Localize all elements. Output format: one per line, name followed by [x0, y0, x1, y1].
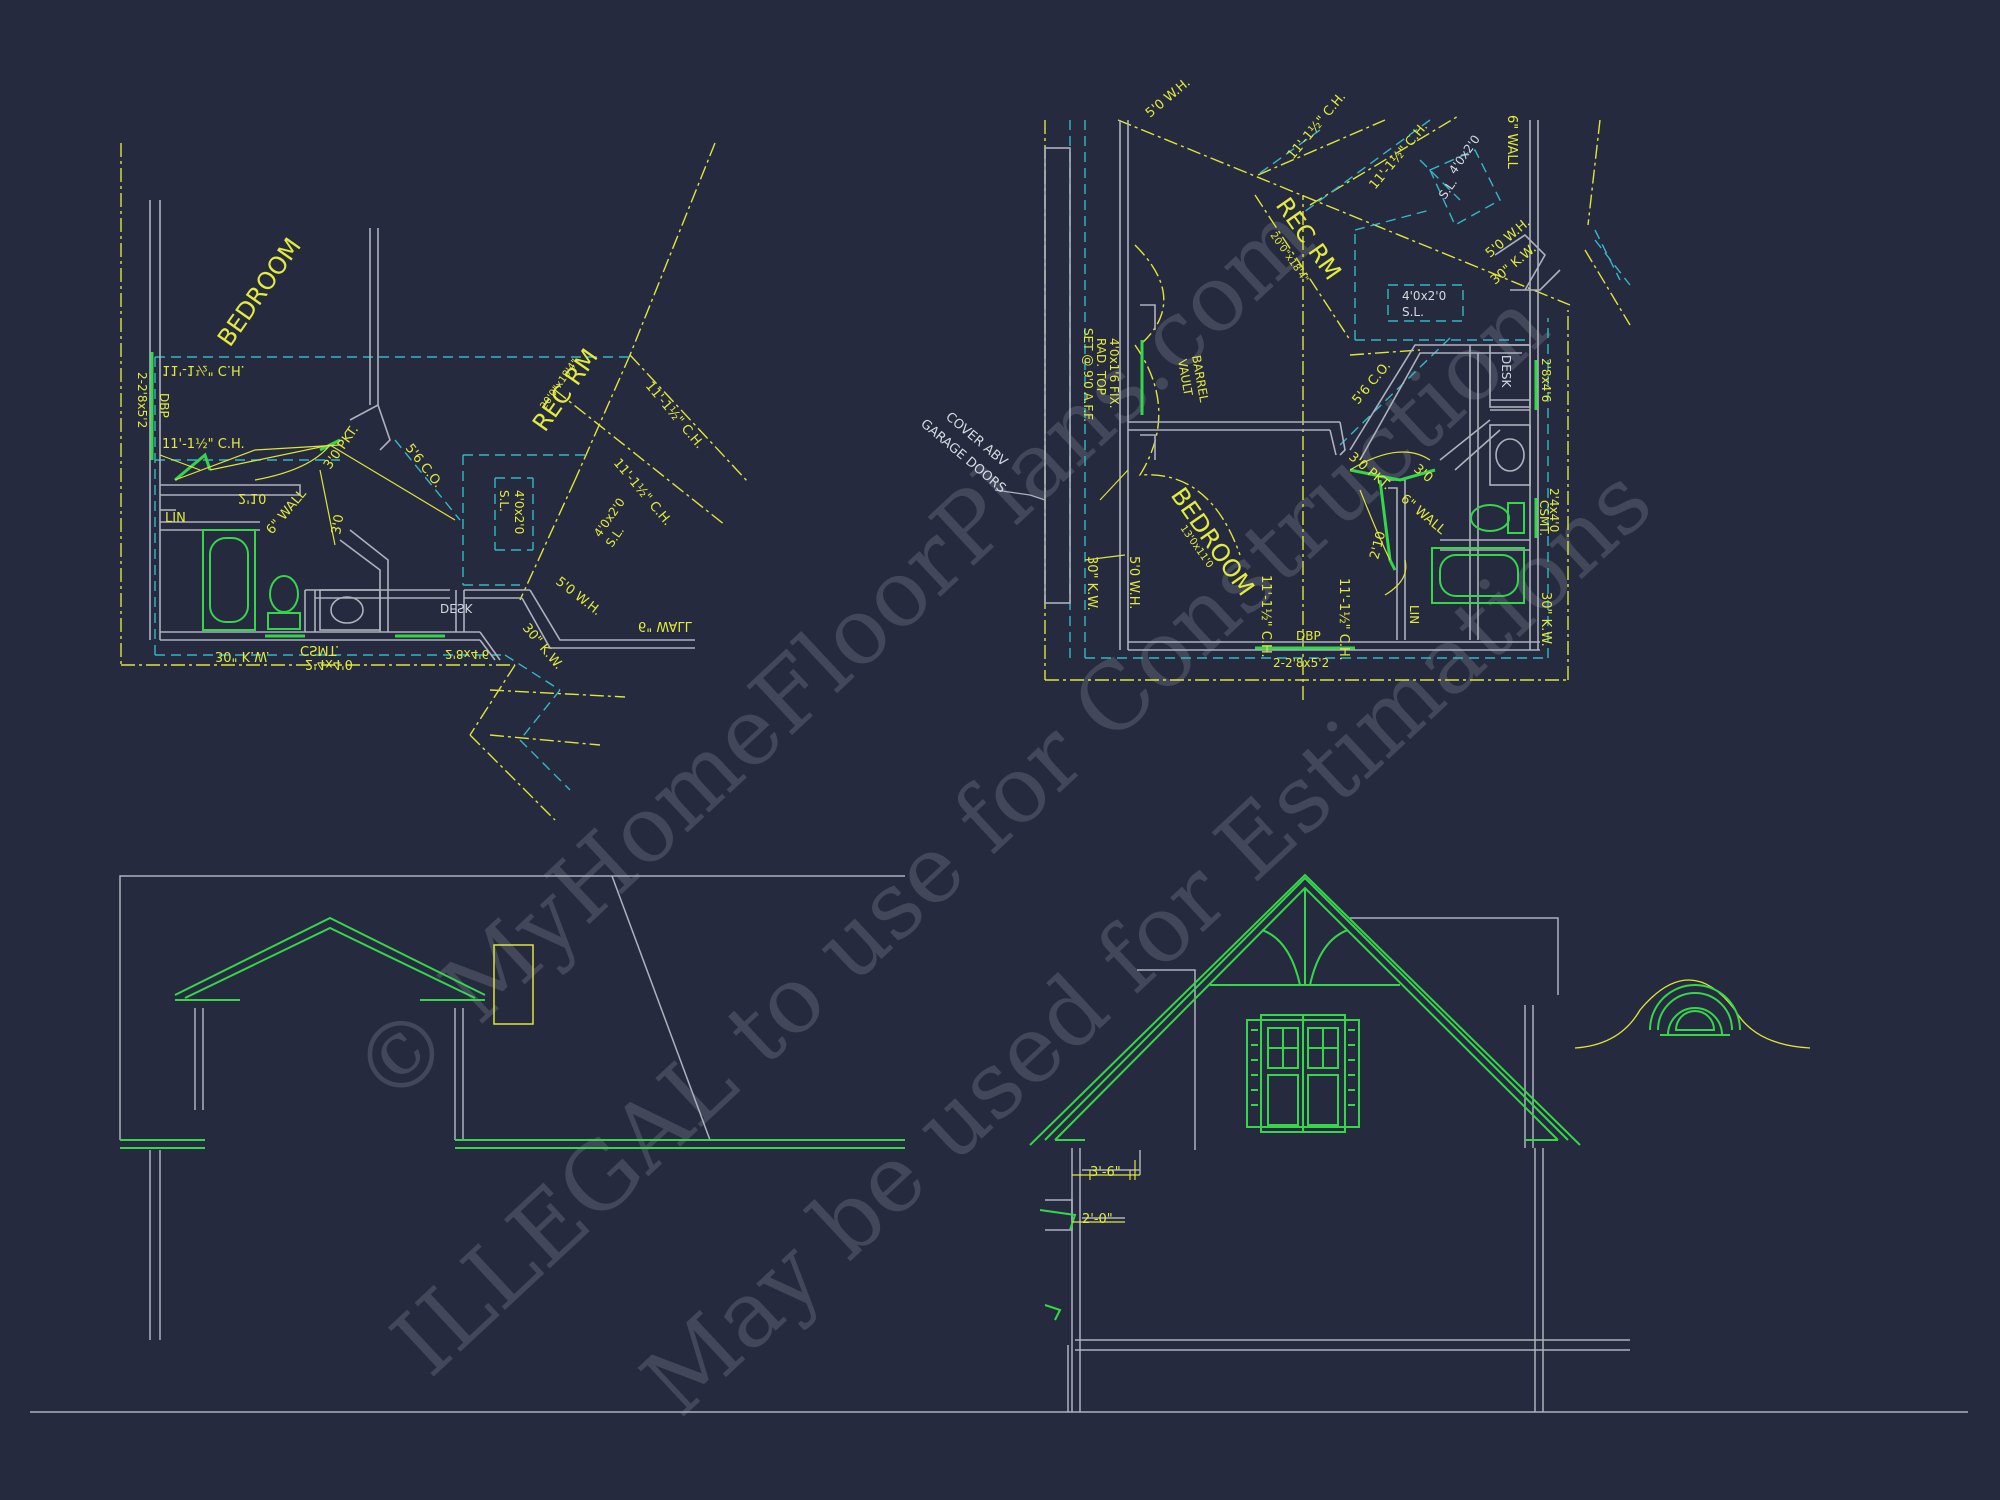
left-elevation-gable — [120, 916, 905, 1149]
right-elevation-dim-36: 3'-6" — [1090, 1165, 1121, 1180]
right-elevation-window — [1246, 1014, 1360, 1133]
left-door-30: 3'0 — [329, 513, 347, 535]
left-skylight-a-sl: S.L. — [497, 490, 511, 512]
left-skylight-a: 4'0x2'0 — [512, 490, 526, 534]
right-lin: LIN — [1407, 605, 1421, 624]
left-sink — [319, 589, 381, 631]
watermark: © MyHomeFloorPlans.com ILLEGAL to use fo… — [332, 183, 1672, 1437]
left-wh-50: 5'0 W.H. — [553, 574, 604, 619]
left-floor-plan: BEDROOM REC RM 20'0"x18'4" 11'-1½" C.H. … — [120, 142, 749, 821]
right-skylight-a-sl: S.L. — [1436, 176, 1460, 202]
left-kw-30-a: 30" K.W. — [215, 648, 270, 663]
left-desk-label: DESK — [440, 601, 473, 615]
left-wall-6-b: 6" WALL — [638, 618, 693, 633]
left-elevation-chimney — [493, 944, 534, 1025]
left-elevation — [119, 875, 905, 1340]
left-bathtub — [202, 529, 256, 631]
left-ch-label-4: 11'-1½" C.H. — [610, 456, 675, 529]
left-double-window-label: 2-2'8x5'2 — [135, 372, 149, 428]
right-kw-30-c: 30" K.W. — [1084, 556, 1099, 611]
right-sink — [1489, 424, 1531, 486]
left-dbp-label: DBP — [157, 393, 171, 418]
right-dbp: DBP — [1296, 629, 1321, 643]
left-ch-label-2: 11'-1½" C.H. — [162, 437, 245, 452]
right-bathtub — [1431, 547, 1525, 604]
right-vault: VAULT — [1175, 358, 1195, 397]
right-desk-window: 2'8x4'6 — [1539, 358, 1553, 402]
left-desk-window-label: 2'8x4'6 — [445, 647, 489, 661]
left-room-bedroom-label: BEDROOM — [212, 233, 307, 352]
right-desk — [1489, 344, 1531, 408]
left-wall-6-a: 6" WALL — [264, 486, 311, 538]
right-skylight-b-sl: S.L. — [1402, 305, 1424, 319]
left-lin-label: LIN — [165, 511, 186, 526]
right-elevation: 3'-6" 2'-0" — [30, 873, 1968, 1413]
eyebrow-dormer-detail — [1574, 979, 1811, 1049]
right-wh-top: 5'0 W.H. — [1143, 75, 1194, 121]
right-skylight-b: 4'0x2'0 — [1402, 289, 1446, 303]
right-csmt: CSMT. — [1537, 500, 1551, 536]
right-fix-window-1: 4'0x1'6 FIX. — [1107, 338, 1121, 409]
right-elevation-gable — [1029, 873, 1581, 1321]
left-csmt-label: CSMT. — [300, 642, 339, 657]
right-ch-b: 11'-1½" C.H. — [1367, 120, 1432, 193]
right-ch-d: 11'-1½" C.H. — [1336, 578, 1351, 661]
right-fix-window-2: RAD. TOP — [1094, 338, 1108, 395]
left-door-210: 2'10 — [238, 490, 266, 505]
right-fix-window-3: SET @ 9'0 A.F.F. — [1081, 328, 1095, 422]
right-kw-30-b: 30" K.W. — [1538, 592, 1553, 647]
right-toilet — [1470, 502, 1525, 534]
left-ch-label-3: 11'-1½" C.H. — [642, 379, 707, 452]
right-double-window-label: 2-2'8x5'2 — [1273, 656, 1329, 670]
right-elevation-dim-20: 2'-0" — [1082, 1212, 1113, 1227]
left-csmt-dim: 2'4x4'0 — [305, 656, 353, 671]
right-csmt-dim: 2'4x4'0 — [1547, 488, 1561, 532]
left-kw-30-b: 30" K.W. — [519, 621, 566, 673]
left-ch-label-1: 11'-1½" C.H. — [162, 362, 245, 377]
right-wh-low: 5'0 W.H. — [1126, 556, 1141, 609]
right-desk: DESK — [1499, 355, 1513, 388]
right-door-210: 2'10 — [1367, 530, 1389, 561]
right-wall-6: 6" WALL — [1504, 115, 1519, 170]
right-ch-c: 11'-1½" C.H. — [1258, 575, 1273, 658]
left-co-label: 5'6 C.O. — [402, 441, 445, 491]
left-toilet — [267, 575, 301, 630]
right-ch-a: 11'-1½" C.H. — [1285, 90, 1350, 163]
left-room-rec-label: REC RM — [527, 344, 604, 437]
